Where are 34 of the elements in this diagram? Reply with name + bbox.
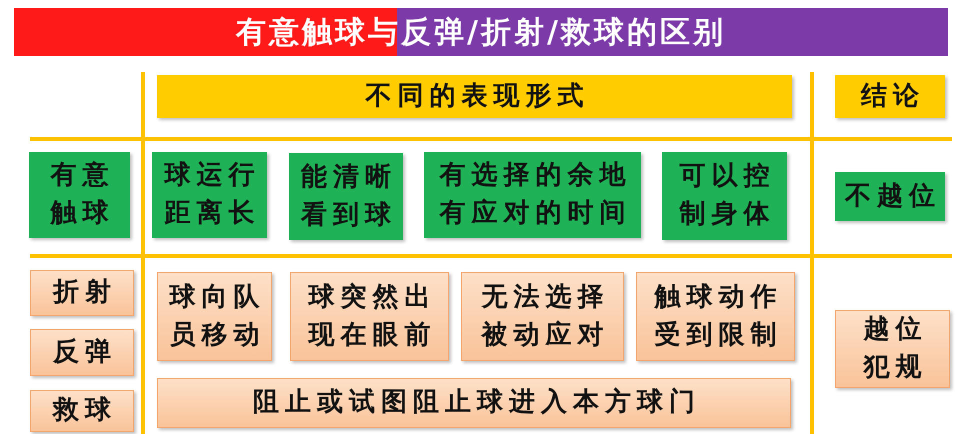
category-box (30, 270, 134, 316)
feature-box (461, 272, 624, 361)
cell-text: 无法选择被动应对 (480, 280, 610, 352)
cell-text: 越位犯规 (862, 313, 928, 384)
cell-text: 不同的表现形式 (364, 80, 590, 113)
cell-text: 能清晰看到球 (300, 160, 398, 232)
feature-box (424, 152, 641, 238)
feature-box (662, 152, 787, 240)
feature-box (157, 272, 272, 361)
category-box (29, 152, 130, 238)
cell-text: 球突然出现在眼前 (306, 280, 438, 352)
cell-text: 有选择的余地有应对的时间 (438, 159, 632, 230)
header-box (157, 75, 792, 118)
cell-text: 球向队员移动 (168, 280, 266, 352)
cell-text: 救球 (51, 394, 118, 428)
conclusion-box (835, 310, 950, 388)
cell-text: 结论 (860, 80, 926, 113)
cell-text: 阻止或试图阻止球进入本方球门 (252, 386, 702, 420)
category-box (30, 390, 134, 432)
feature-box (289, 153, 403, 240)
feature-box (152, 152, 267, 238)
cell-text: 可以控制身体 (678, 160, 776, 231)
cell-text: 折射 (51, 276, 118, 310)
cell-text: 球运行距离长 (162, 159, 262, 230)
feature-box (636, 272, 795, 361)
cell-text: 不越位 (844, 180, 942, 213)
feature-box (157, 378, 791, 428)
conclusion-box (835, 172, 945, 221)
header-box (835, 75, 945, 118)
cell-text: 有意触球 (49, 159, 116, 230)
feature-box (290, 272, 449, 361)
category-box (30, 329, 134, 376)
cell-text: 触球动作受到限制 (653, 280, 784, 352)
cell-text: 反弹 (52, 336, 118, 369)
